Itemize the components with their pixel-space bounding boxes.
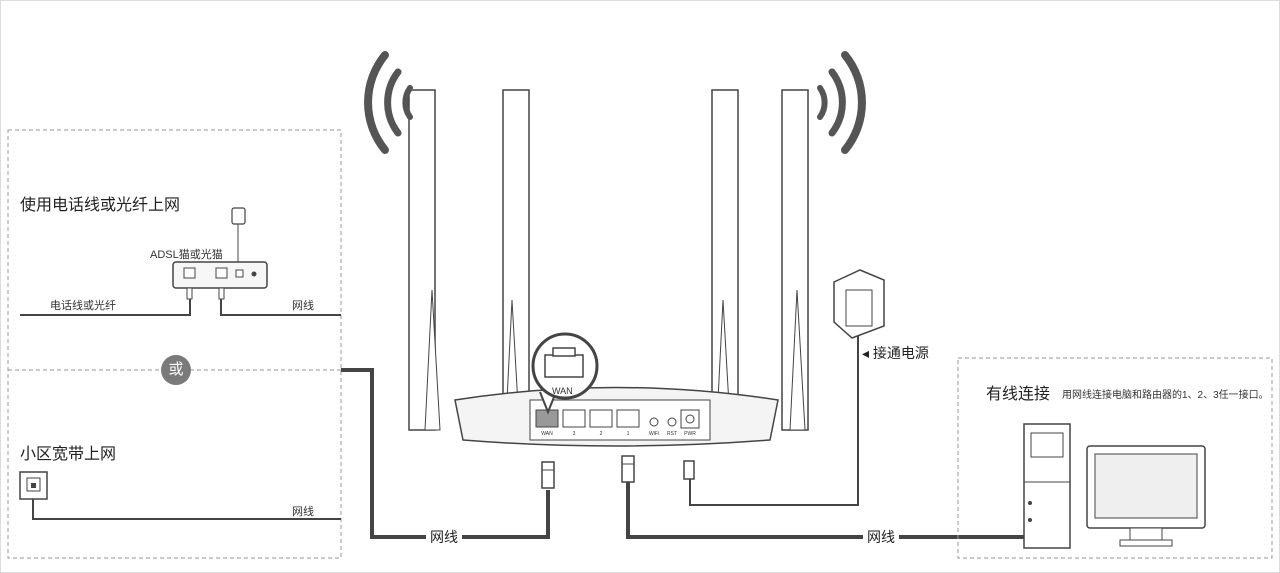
power-connector	[683, 460, 695, 480]
community-title: 小区宽带上网	[20, 446, 117, 463]
port-label-1: 1	[626, 431, 630, 437]
left-options-box	[7, 129, 342, 559]
port-label-rst: RST	[667, 431, 677, 437]
or-badge: 或	[161, 355, 191, 385]
monitor	[1086, 445, 1206, 547]
power-label: ◂ 接通电源	[862, 345, 929, 361]
port-label-wifi: WiFi	[649, 431, 659, 437]
adsl-modem	[172, 207, 268, 300]
router-body	[454, 386, 779, 447]
port-label-3: 3	[572, 431, 576, 437]
wired-connection-title: 有线连接	[986, 386, 1051, 403]
phone-fiber-title: 使用电话线或光纤上网	[20, 197, 181, 214]
wifi-signal-right	[817, 51, 866, 154]
wan-cable-label: 网线	[426, 527, 462, 547]
wall-jack	[19, 471, 48, 500]
wan-connector	[541, 461, 555, 489]
wifi-signal-left	[364, 51, 413, 154]
wired-connection-description: 用网线连接电脑和路由器的1、2、3任一接口。	[1062, 390, 1269, 401]
pc-tower	[1023, 423, 1071, 549]
lan-cable-label: 网线	[863, 527, 899, 547]
modem-cable-label: 网线	[292, 300, 314, 312]
port-label-2: 2	[599, 431, 603, 437]
modem-network-cable	[220, 299, 341, 316]
community-cable-label: 网线	[292, 506, 314, 518]
phone-fiber-line	[20, 299, 191, 316]
port-label-wan: WAN	[541, 431, 553, 437]
power-adapter	[833, 269, 885, 339]
power-cable	[689, 330, 859, 506]
community-network-cable	[32, 499, 341, 520]
wan-cable	[341, 368, 550, 539]
wired-connection-box	[957, 357, 1273, 559]
power-label-text: 接通电源	[872, 345, 929, 361]
wan-callout	[531, 332, 599, 415]
wan-callout-label: WAN	[552, 386, 573, 396]
lan-cable	[626, 482, 1032, 539]
port-label-pwr: PWR	[684, 431, 696, 437]
lan-connector	[621, 455, 635, 483]
modem-label: ADSL猫或光猫	[150, 249, 223, 261]
phone-fiber-line-label: 电话线或光纤	[50, 300, 116, 312]
